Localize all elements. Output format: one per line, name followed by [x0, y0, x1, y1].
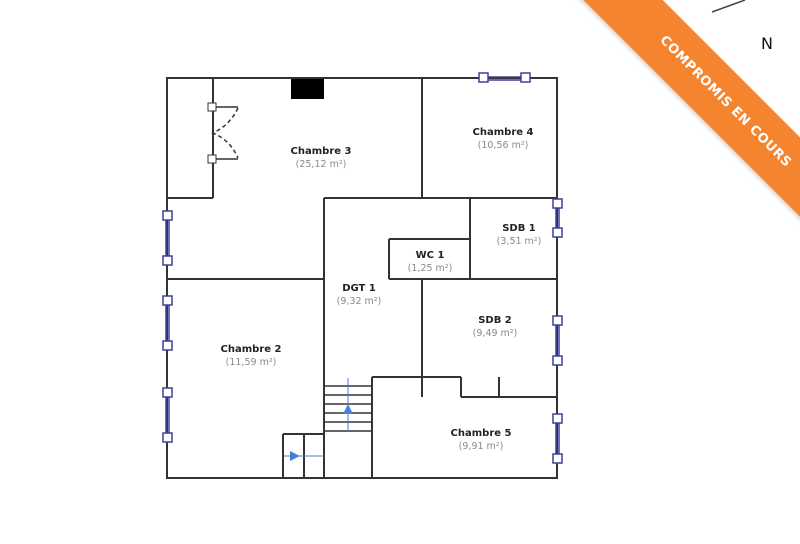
compass-north-label: N	[761, 34, 773, 53]
room-name: Chambre 2	[220, 344, 282, 355]
room-chambre-3: Chambre 3 (25,12 m²)	[291, 145, 352, 171]
room-area: (11,59 m²)	[225, 357, 277, 368]
room-name: SDB 2	[478, 315, 512, 326]
arrow-right-icon	[290, 451, 300, 461]
room-area: (9,49 m²)	[472, 328, 518, 339]
room-name: WC 1	[415, 250, 445, 261]
room-sdb-2: SDB 2 (9,49 m²)	[473, 314, 518, 340]
compass-icon	[711, 0, 746, 13]
room-area: (9,91 m²)	[458, 441, 504, 452]
walls	[166, 77, 558, 479]
room-name: Chambre 5	[450, 428, 512, 439]
room-name: SDB 1	[502, 223, 536, 234]
room-chambre-4: Chambre 4 (10,56 m²)	[473, 126, 534, 152]
room-area: (25,12 m²)	[295, 159, 347, 170]
room-sdb-1: SDB 1 (3,51 m²)	[497, 222, 542, 248]
room-chambre-2: Chambre 2 (11,59 m²)	[221, 343, 282, 369]
stairs-arrows	[284, 378, 353, 461]
chimney-block	[291, 79, 324, 99]
room-chambre-5: Chambre 5 (9,91 m²)	[451, 427, 512, 453]
room-area: (10,56 m²)	[477, 140, 529, 151]
double-door-icon	[207, 102, 239, 164]
room-area: (1,25 m²)	[407, 263, 453, 274]
room-name: DGT 1	[342, 283, 376, 294]
arrow-up-icon	[343, 404, 353, 414]
room-area: (9,32 m²)	[336, 296, 382, 307]
room-area: (3,51 m²)	[496, 236, 542, 247]
room-wc-1: WC 1 (1,25 m²)	[408, 249, 453, 275]
room-dgt-1: DGT 1 (9,32 m²)	[337, 282, 382, 308]
room-name: Chambre 3	[290, 146, 352, 157]
room-name: Chambre 4	[472, 127, 534, 138]
windows	[162, 72, 563, 464]
